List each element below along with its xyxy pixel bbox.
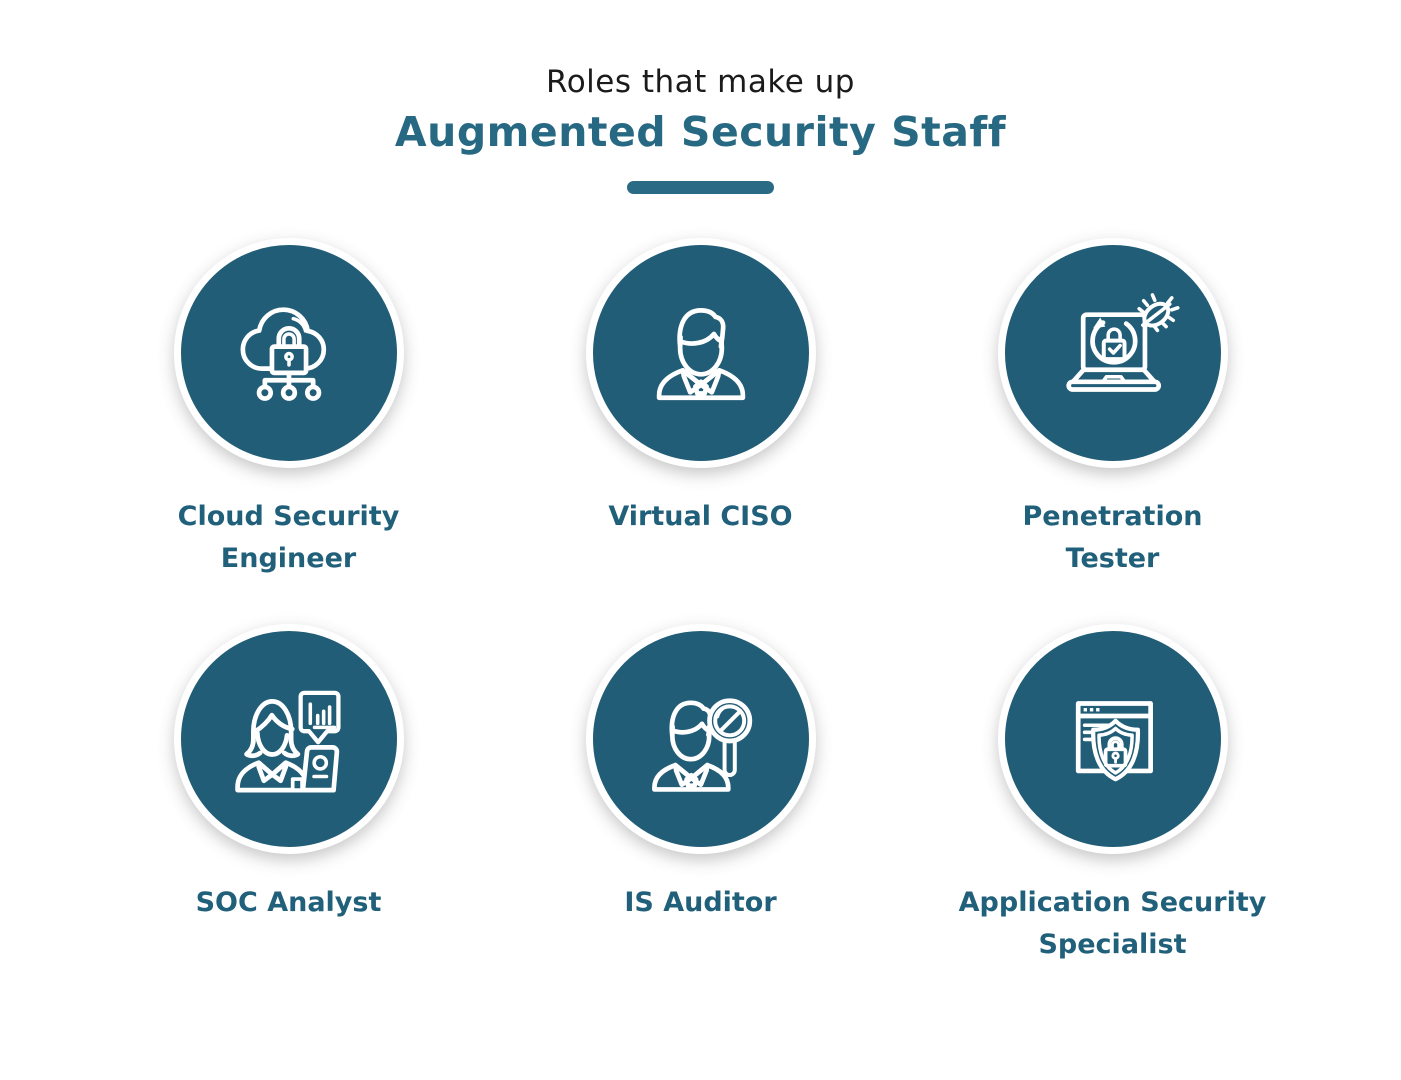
person-magnifier-icon — [651, 698, 752, 792]
role-label: Cloud Security Engineer — [177, 501, 400, 574]
page-title: Augmented Security Staff — [394, 108, 1007, 156]
role-circle — [585, 624, 816, 854]
role-card-cloud-security-engineer: Cloud Security Engineer — [83, 238, 495, 580]
role-circle — [173, 624, 404, 854]
role-card-virtual-ciso: Virtual CISO — [495, 238, 907, 580]
role-card-application-security-specialist: Application Security Specialist — [907, 624, 1319, 966]
role-circle — [997, 624, 1228, 854]
title-subheading: Roles that make up — [546, 64, 855, 100]
roles-grid: Cloud Security Engineer Virtual CISO — [0, 238, 1401, 966]
role-circle — [997, 238, 1228, 468]
header: Roles that make up Augmented Security St… — [0, 0, 1401, 194]
role-label: SOC Analyst — [195, 887, 382, 918]
role-label: IS Auditor — [624, 887, 777, 918]
businessman-icon — [656, 308, 745, 401]
role-label: Virtual CISO — [608, 501, 793, 532]
role-card-is-auditor: IS Auditor — [495, 624, 907, 966]
role-card-penetration-tester: Penetration Tester — [907, 238, 1319, 580]
cloud-lock-network-icon — [240, 307, 326, 401]
analyst-woman-chart-icon — [234, 690, 341, 793]
browser-shield-lock-icon — [1075, 701, 1153, 782]
role-circle — [585, 238, 816, 468]
role-circle — [173, 238, 404, 468]
role-label: Application Security Specialist — [958, 887, 1267, 960]
role-card-soc-analyst: SOC Analyst — [83, 624, 495, 966]
laptop-bug-scan-icon — [1065, 293, 1180, 392]
title-underline — [627, 181, 774, 194]
role-label: Penetration Tester — [1022, 501, 1203, 574]
